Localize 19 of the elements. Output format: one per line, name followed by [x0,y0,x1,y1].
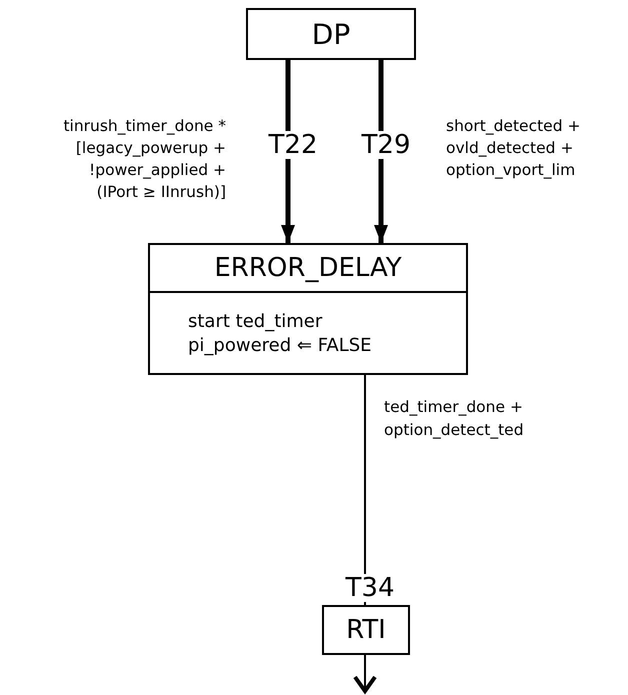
condition-text: option_detect_ted [384,420,524,440]
state-name: ERROR_DELAY [214,253,402,283]
state-box [246,8,416,60]
action-text: start ted_timer [188,311,324,333]
condition-text: ovld_detected + [446,138,574,158]
state-name: RTI [346,615,386,645]
state-box [148,243,468,375]
condition-text: !power_applied + [89,160,226,180]
condition-text: [legacy_powerup + [76,138,226,158]
state-name: DP [312,18,350,50]
condition-text: tinrush_timer_done * [63,116,226,136]
condition-text: option_vport_lim [446,160,576,180]
transition-label: T34 [344,574,396,602]
condition-text: (IPort ≥ IInrush)] [96,182,226,202]
condition-text: short_detected + [446,116,580,136]
transition-arrow [353,655,377,693]
state-box [322,605,410,655]
action-text: pi_powered ⇐ FALSE [188,335,373,357]
condition-text: ted_timer_done + [384,397,523,417]
